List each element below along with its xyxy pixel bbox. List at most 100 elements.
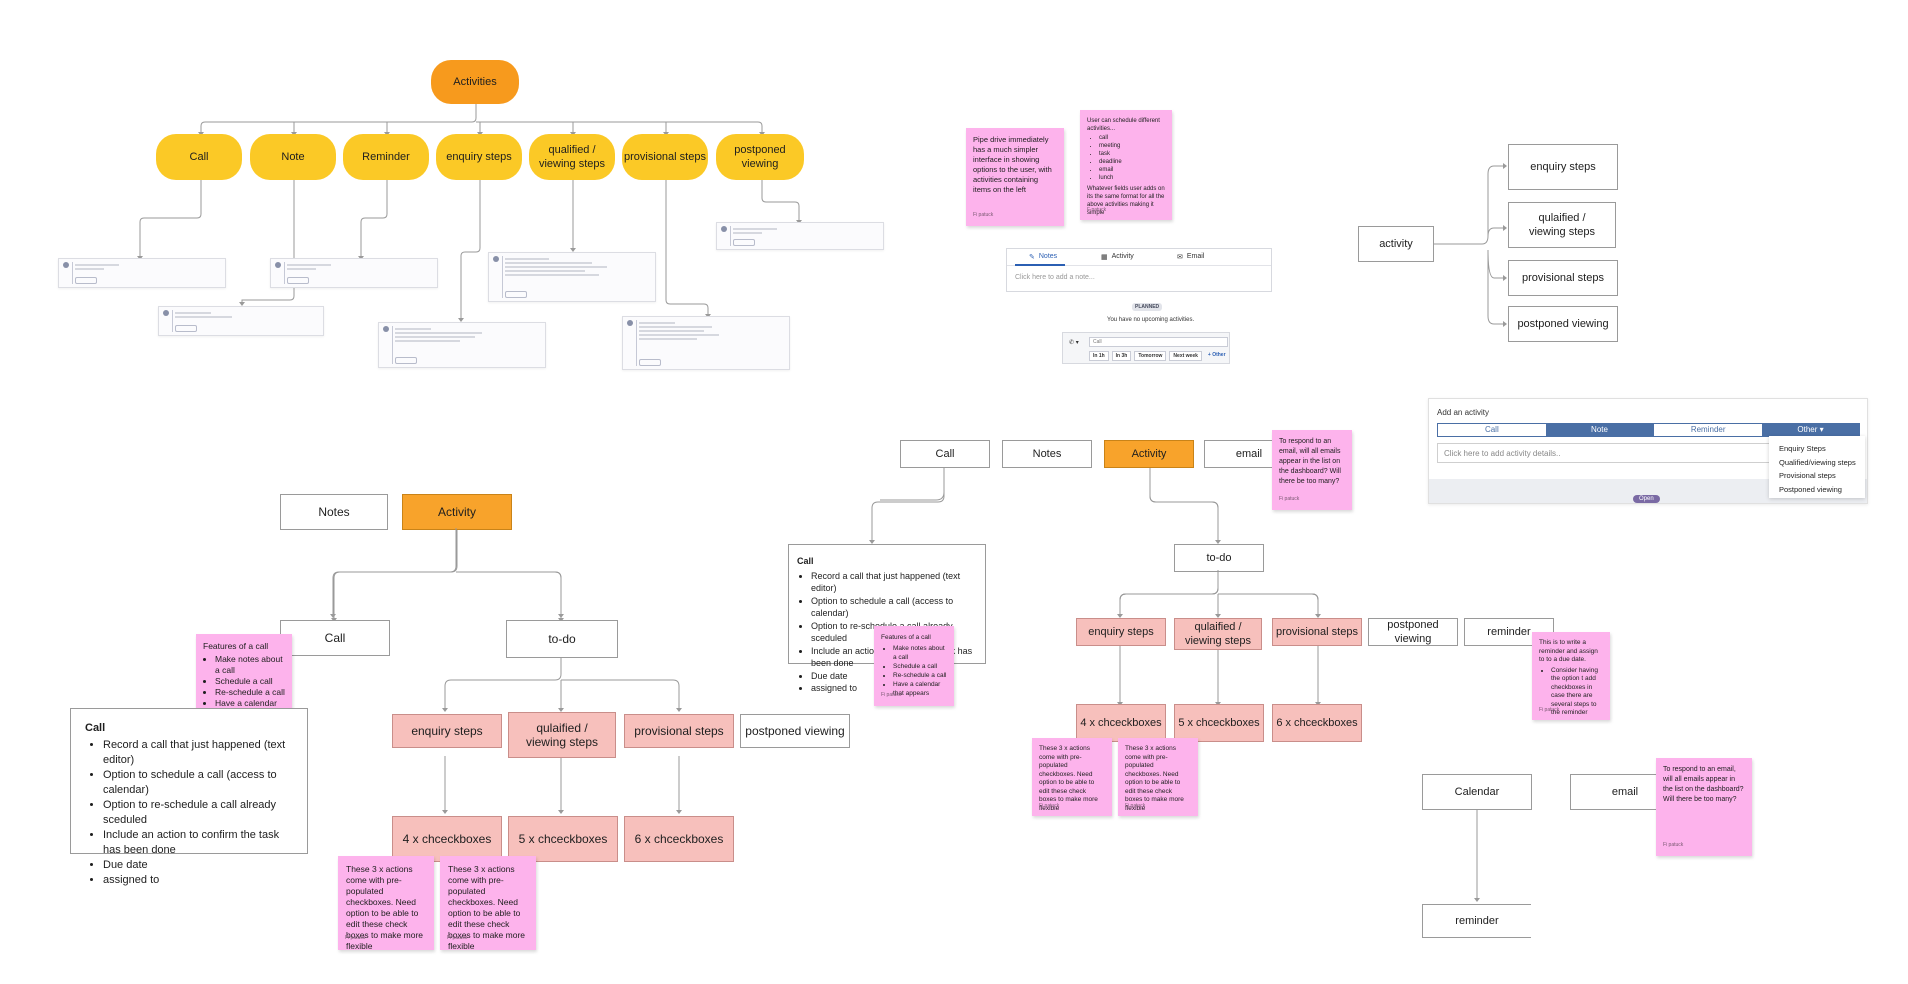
schedule-item: meeting [1099, 142, 1165, 150]
provisional-steps-node[interactable]: provisional steps [1508, 260, 1618, 296]
right-4-checkboxes-node[interactable]: 4 x chceckboxes [1076, 704, 1166, 742]
node-label: qulaified / viewing steps [1184, 621, 1252, 647]
left-6-checkboxes-node[interactable]: 6 x chceckboxes [624, 816, 734, 862]
node-note[interactable]: Note [250, 134, 336, 180]
node-call[interactable]: Call [156, 134, 242, 180]
right-qualified-viewing-node[interactable]: qulaified / viewing steps [1174, 618, 1262, 650]
sticky-email-question-bottom[interactable]: To respond to an email, will all emails … [1656, 758, 1752, 856]
next-week-button[interactable]: Next week [1169, 351, 1202, 361]
right-5-checkboxes-node[interactable]: 5 x chceckboxes [1174, 704, 1264, 742]
sticky-text: To respond to an email, will all emails … [1663, 766, 1744, 803]
node-label: Activities [453, 76, 497, 88]
node-label: 4 x chceckboxes [402, 832, 492, 846]
calendar-node[interactable]: Calendar [1422, 774, 1532, 810]
tab-other[interactable]: Other ▾ [1762, 424, 1860, 436]
phone-icon[interactable]: ✆ ▾ [1069, 340, 1079, 346]
node-label: Calendar [1454, 786, 1500, 798]
left-call-node[interactable]: Call [280, 620, 390, 656]
reminder-list: Consider having the option t add checkbo… [1539, 667, 1603, 718]
sticky-call-features-right[interactable]: Features of a call Make notes about a ca… [874, 626, 954, 706]
node-reminder[interactable]: Reminder [343, 134, 429, 180]
left-todo-node[interactable]: to-do [506, 620, 618, 658]
call-subject-input[interactable]: Call [1089, 337, 1228, 347]
right-call-node[interactable]: Call [900, 440, 990, 468]
node-label: Activity [1131, 448, 1167, 460]
activities-root-node[interactable]: Activities [431, 60, 519, 104]
left-activity-node[interactable]: Activity [402, 494, 512, 530]
postponed-viewing-node[interactable]: postponed viewing [1508, 306, 1618, 342]
left-provisional-steps-node[interactable]: provisional steps [624, 714, 734, 748]
sticky-text: User can schedule different activities..… [1087, 118, 1160, 132]
node-enquiry-steps[interactable]: enquiry steps [436, 134, 522, 180]
right-postponed-viewing-node[interactable]: postponed viewing [1368, 618, 1458, 646]
sticky-text: Pipe drive immediately has a much simple… [973, 135, 1052, 194]
activity-details-input[interactable]: Click here to add activity details.. [1437, 443, 1771, 463]
node-label: qulaified / viewing steps [1528, 212, 1596, 238]
note-input[interactable]: Click here to add a note... [1015, 274, 1095, 281]
sticky-title: Features of a call [203, 641, 269, 651]
qualified-viewing-node[interactable]: qulaified / viewing steps [1508, 202, 1616, 248]
node-label: qualified / viewing steps [538, 144, 606, 170]
card-title: Call [797, 556, 814, 566]
node-label: Notes [318, 505, 350, 519]
sticky-prepopulated-left-1[interactable]: These 3 x actions come with pre-populate… [338, 856, 434, 951]
sticky-author: Fi patuck [973, 212, 994, 218]
node-postponed-viewing[interactable]: postponed viewing [716, 134, 804, 180]
sticky-text: These 3 x actions come with pre-populate… [1125, 745, 1184, 812]
node-label: 5 x chceckboxes [1178, 717, 1260, 729]
call-detail-item: Option to schedule a call (access to cal… [811, 595, 977, 620]
tab-notes[interactable]: ✎Notes [1029, 253, 1057, 261]
in-3h-button[interactable]: In 3h [1111, 351, 1132, 361]
left-notes-node[interactable]: Notes [280, 494, 388, 530]
right-provisional-steps-node[interactable]: provisional steps [1272, 618, 1362, 646]
sticky-reminder-note[interactable]: This is to write a reminder and assign t… [1532, 632, 1610, 720]
other-button[interactable]: + Other [1207, 352, 1226, 358]
menu-item-qualified-viewing-steps[interactable]: Qualified/viewing steps [1779, 457, 1856, 467]
node-label: reminder [1455, 915, 1499, 927]
open-button[interactable]: Open [1633, 495, 1660, 503]
menu-item-provisional-steps[interactable]: Provisional steps [1779, 471, 1836, 480]
tab-email[interactable]: ✉Email [1177, 253, 1204, 261]
left-qualified-viewing-node[interactable]: qulaified / viewing steps [508, 712, 616, 758]
sticky-prepopulated-left-2[interactable]: These 3 x actions come with pre-populate… [440, 856, 536, 951]
node-label: Call [189, 151, 209, 163]
sticky-prepopulated-right-2[interactable]: These 3 x actions come with pre-populate… [1118, 738, 1198, 816]
menu-item-postponed-viewing[interactable]: Postponed viewing [1779, 484, 1842, 494]
sticky-pipedrive-simpler[interactable]: Pipe drive immediately has a much simple… [966, 128, 1064, 226]
feature-item: Schedule a call [893, 662, 947, 671]
left-enquiry-steps-node[interactable]: enquiry steps [392, 714, 502, 748]
sticky-schedule-activities[interactable]: User can schedule different activities..… [1080, 110, 1172, 220]
right-enquiry-steps-node[interactable]: enquiry steps [1076, 618, 1166, 646]
feature-item: Re-schedule a call [893, 671, 947, 680]
sticky-author: Fi patuck [881, 692, 902, 698]
reminder-node[interactable]: reminder [1422, 904, 1531, 938]
tomorrow-button[interactable]: Tomorrow [1134, 351, 1167, 361]
left-postponed-viewing-node[interactable]: postponed viewing [740, 714, 850, 748]
left-5-checkboxes-node[interactable]: 5 x chceckboxes [508, 816, 618, 862]
right-activity-node[interactable]: Activity [1104, 440, 1194, 468]
panel-tabs: ✎Notes ▦Activity ✉Email [1007, 249, 1271, 266]
right-todo-node[interactable]: to-do [1174, 544, 1264, 572]
schedule-item: lunch [1099, 174, 1165, 182]
node-label: Note [281, 151, 305, 163]
node-provisional-steps[interactable]: provisional steps [622, 134, 708, 180]
sticky-title: Features of a call [881, 634, 931, 641]
right-6-checkboxes-node[interactable]: 6 x chceckboxes [1272, 704, 1362, 742]
tab-activity[interactable]: ▦Activity [1101, 253, 1134, 261]
feature-item: Make notes about a call [215, 654, 285, 676]
node-label: qulaified / viewing steps [525, 721, 599, 749]
sticky-prepopulated-right-1[interactable]: These 3 x actions come with pre-populate… [1032, 738, 1112, 816]
sticky-email-question-top[interactable]: To respond to an email, will all emails … [1272, 430, 1352, 510]
node-label: 5 x chceckboxes [518, 832, 608, 846]
activity-node[interactable]: activity [1358, 226, 1434, 262]
enquiry-steps-node[interactable]: enquiry steps [1508, 144, 1618, 190]
node-qualified-viewing-steps[interactable]: qualified / viewing steps [529, 134, 615, 180]
menu-item-enquiry-steps[interactable]: Enquiry Steps [1779, 444, 1826, 453]
sticky-text: To respond to an email, will all emails … [1279, 438, 1341, 485]
right-notes-node[interactable]: Notes [1002, 440, 1092, 468]
tab-reminder[interactable]: Reminder [1653, 424, 1762, 436]
in-1h-button[interactable]: In 1h [1089, 351, 1109, 361]
tab-note[interactable]: Note [1545, 424, 1654, 436]
tab-label: Activity [1111, 253, 1134, 260]
tab-call[interactable]: Call [1484, 425, 1499, 434]
